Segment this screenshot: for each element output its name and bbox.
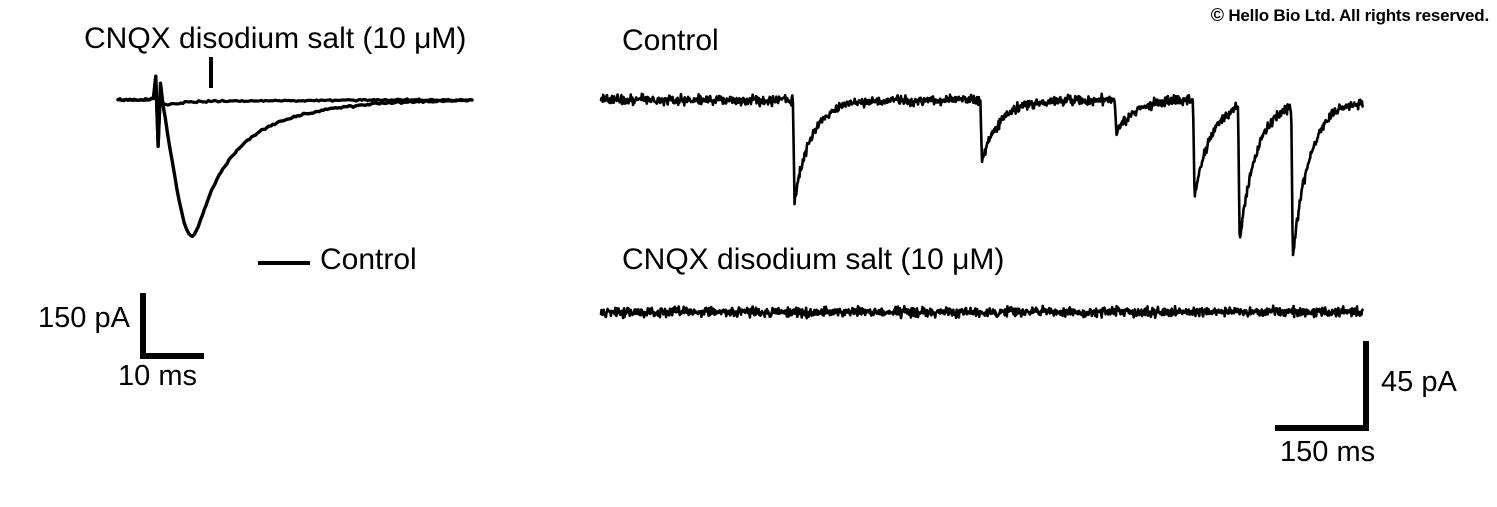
left-cnqx-trace (116, 75, 474, 148)
right-scale-bar (1275, 341, 1369, 431)
left-panel-x-scale-label: 10 ms (118, 360, 197, 392)
copyright-notice: © Hello Bio Ltd. All rights reserved. (1211, 6, 1489, 24)
right-panel-x-scale-label: 150 ms (1280, 436, 1376, 468)
right-panel-control-label: Control (622, 24, 719, 57)
right-panel-y-scale-label: 45 pA (1381, 366, 1457, 398)
copyright-icon: © (1210, 5, 1224, 25)
left-panel-cnqx-label: CNQX disodium salt (10 μM) (84, 22, 467, 55)
copyright-text: Hello Bio Ltd. All rights reserved. (1228, 6, 1489, 25)
left-control-trace (116, 74, 474, 239)
right-control-trace (599, 92, 1364, 257)
right-cnqx-trace (599, 304, 1364, 320)
right-panel-cnqx-label: CNQX disodium salt (10 μM) (622, 243, 1005, 276)
left-panel-control-label: Control (320, 243, 417, 276)
left-panel-y-scale-label: 150 pA (38, 302, 130, 334)
left-scale-bar (140, 293, 204, 359)
